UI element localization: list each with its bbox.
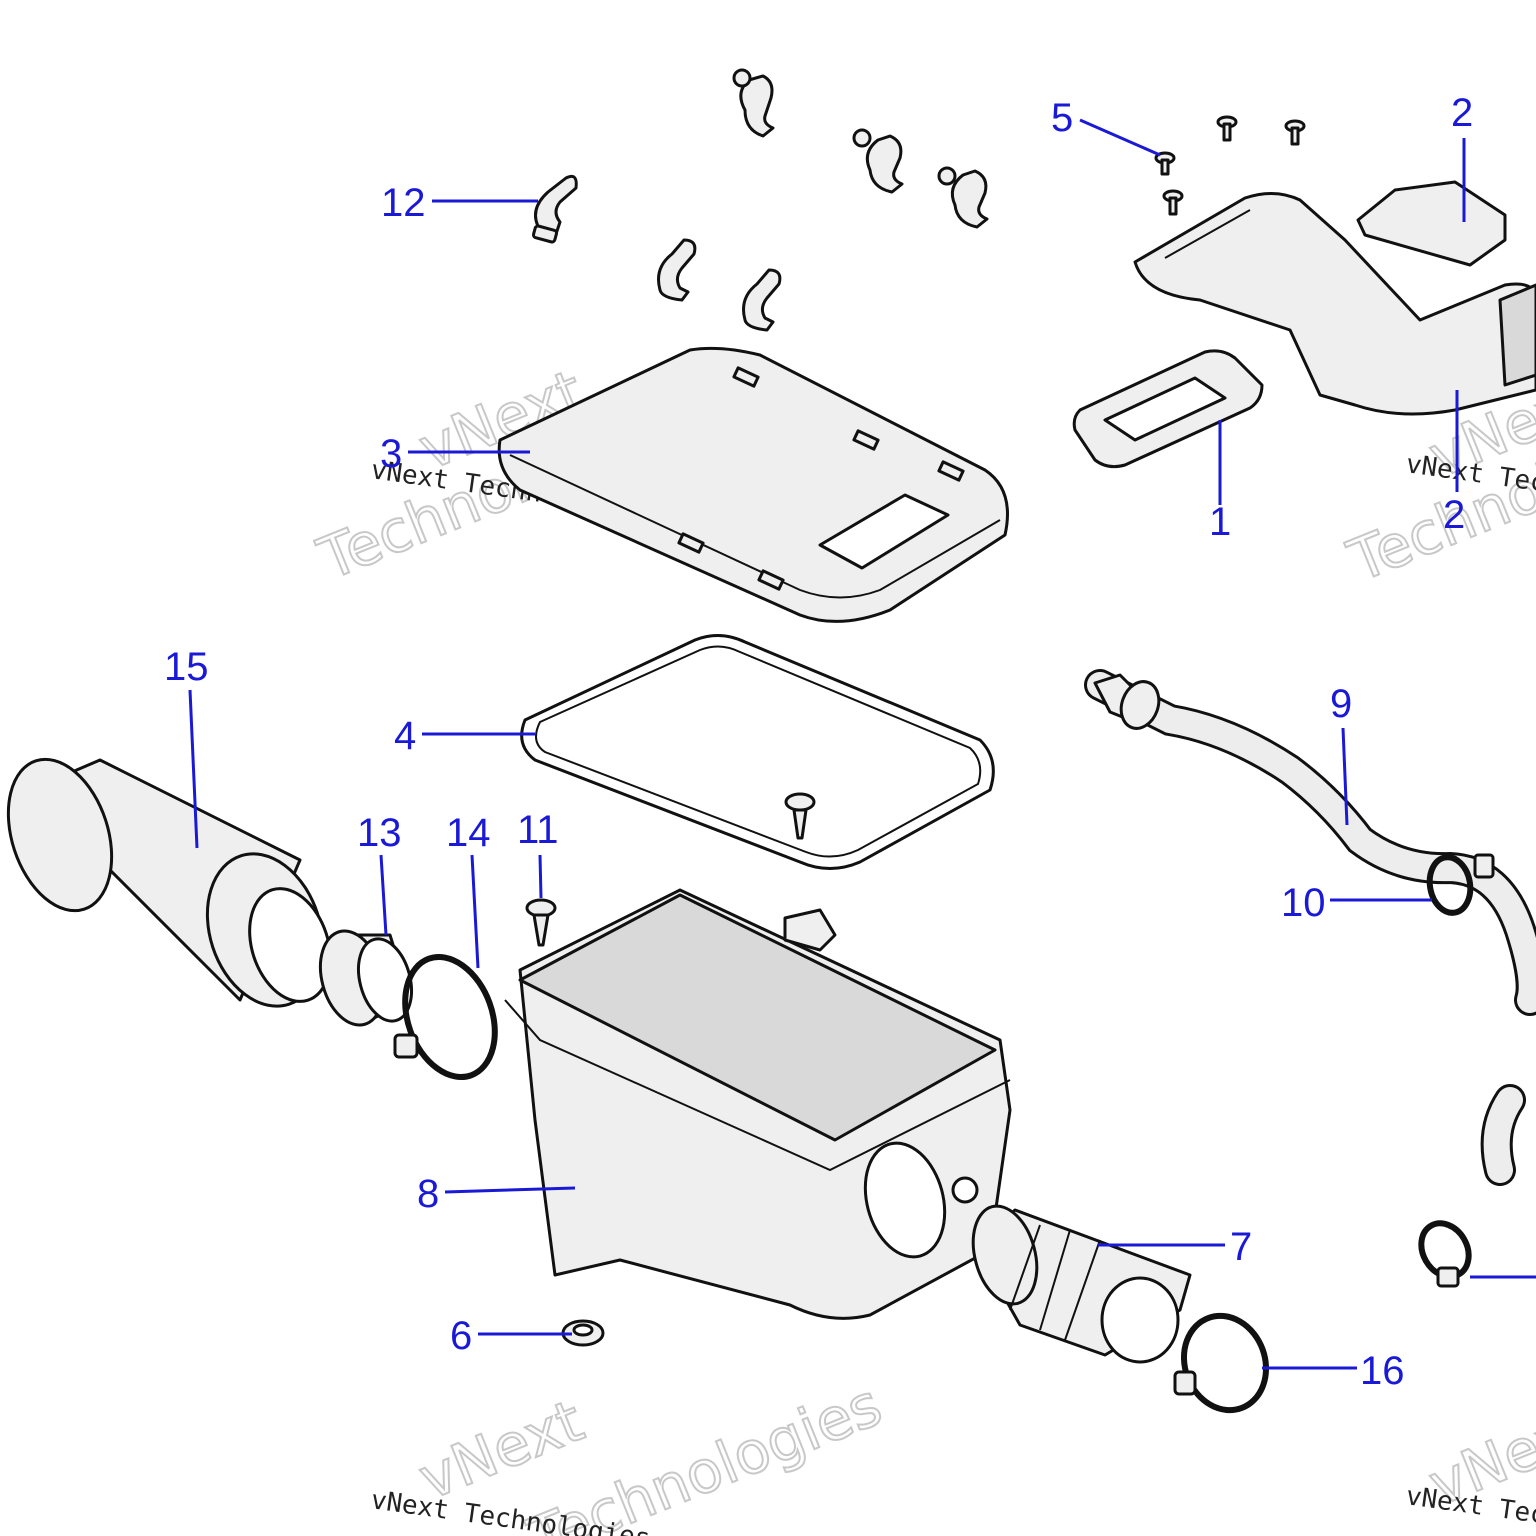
callout-9: 9 (1330, 682, 1352, 726)
callout-8: 8 (417, 1172, 439, 1216)
part-16-clamp (1173, 1312, 1270, 1414)
part-7-boot (971, 1204, 1192, 1364)
part-4-gasket (520, 634, 995, 870)
part-10-hose-clamp (1426, 853, 1495, 916)
callout-2-top: 2 (1451, 91, 1473, 135)
part-3-airbox-cover (497, 346, 1009, 623)
part-1-flange-gasket (1072, 349, 1264, 469)
callout-3: 3 (380, 432, 402, 476)
leader-lines (188, 118, 1536, 1370)
part-11-screw (525, 898, 557, 947)
part-2-pad (1356, 180, 1507, 267)
part-5-screws (1154, 115, 1306, 216)
part-15-air-filter (6, 757, 332, 1008)
callout-16: 16 (1360, 1349, 1405, 1393)
callout-4: 4 (394, 714, 416, 758)
callout-13: 13 (357, 811, 402, 855)
clamp-lower-right (1418, 1220, 1472, 1288)
part-13-sleeve (318, 929, 413, 1027)
callout-6: 6 (450, 1314, 472, 1358)
part-8-airbox-housing (504, 888, 1012, 1320)
callout-11: 11 (517, 808, 559, 852)
callout-5: 5 (1051, 96, 1073, 140)
callout-10: 10 (1281, 881, 1326, 925)
callout-2-bottom: 2 (1443, 493, 1465, 537)
part-12-clips (531, 68, 989, 332)
callouts: 1 2 2 3 4 5 6 7 8 9 10 11 12 13 14 15 16 (164, 91, 1473, 1393)
watermark-bottom-right: vNext vNext Technologies (1404, 1391, 1536, 1536)
watermark-bottom-left: vNext Technologies vNext Technologies (369, 1369, 892, 1536)
part-14-clamp (393, 953, 498, 1081)
part-2-intake-duct (1133, 192, 1536, 416)
callout-1: 1 (1209, 500, 1231, 544)
callout-7: 7 (1230, 1225, 1252, 1269)
callout-15: 15 (164, 645, 209, 689)
callout-12: 12 (381, 181, 426, 225)
callout-14: 14 (446, 811, 491, 855)
part-9-breather-hose (1084, 669, 1536, 1186)
